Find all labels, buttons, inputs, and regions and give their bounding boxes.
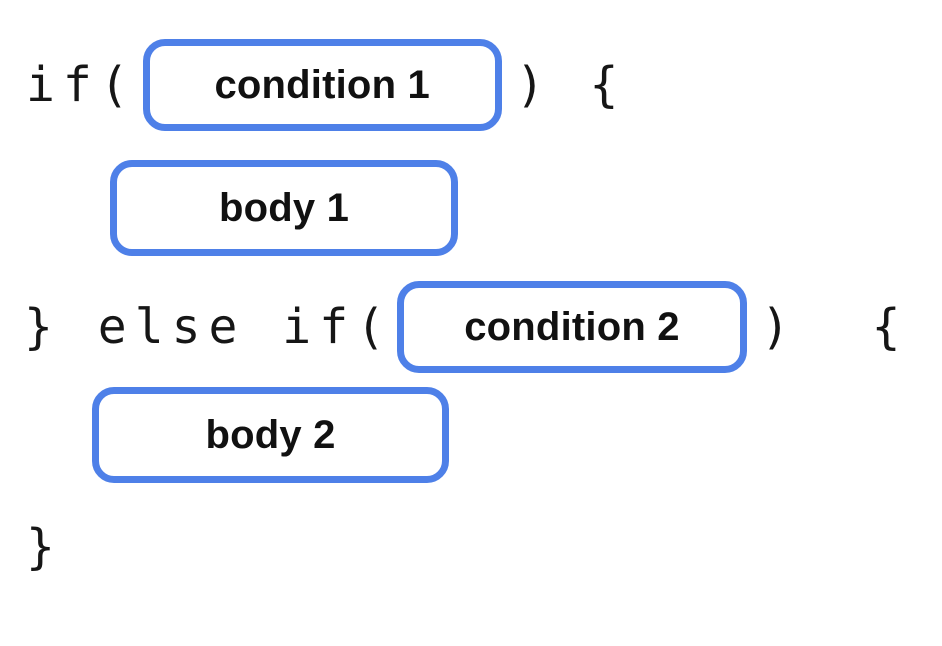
code-close-open-1: ) { [515,57,627,113]
condition-2-label: condition 2 [464,304,680,349]
code-if-open: if( [26,57,137,113]
closing-brace-line: } [26,512,63,582]
body-2-label: body 2 [205,412,336,457]
code-else-if-open: } else if( [24,299,393,355]
body-2-line: body 2 [92,387,449,483]
body-1-line: body 1 [110,160,458,256]
else-if-line: } else if( condition 2 ) { [24,281,909,373]
body-1-box: body 1 [110,160,458,256]
condition-1-box: condition 1 [142,39,502,131]
body-1-label: body 1 [218,185,350,230]
if-line: if( condition 1 ) { [26,39,626,131]
condition-1-label: condition 1 [214,62,430,107]
condition-2-box: condition 2 [396,281,747,373]
code-close-open-2: ) { [760,299,909,355]
body-2-box: body 2 [92,387,449,483]
code-final-close: } [26,519,63,575]
